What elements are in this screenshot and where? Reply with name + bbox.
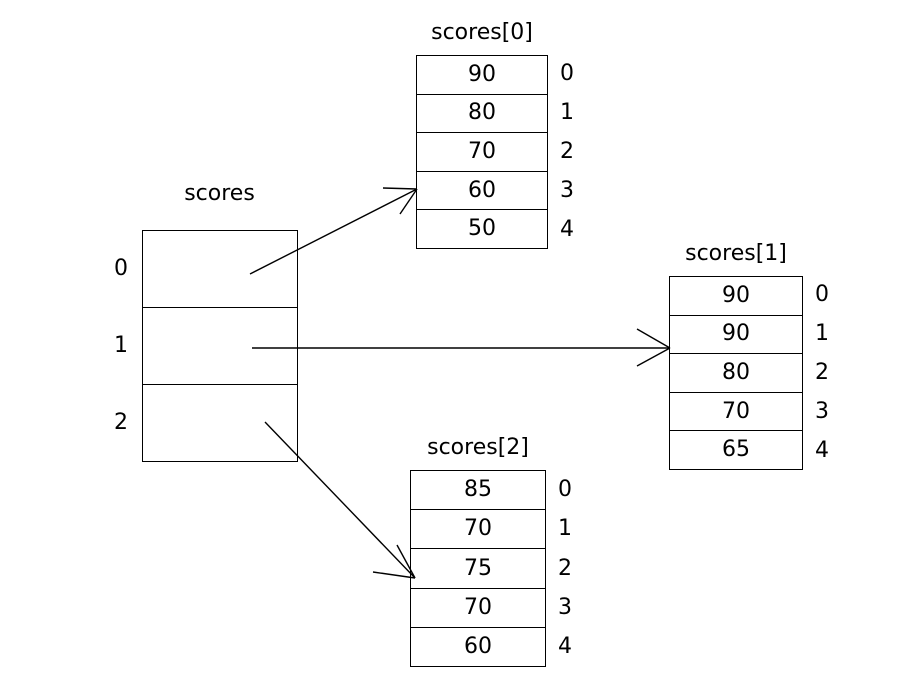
pointer-arrow-1 — [252, 328, 671, 367]
array-2-cell: 60 — [464, 633, 492, 659]
array-0-index-column: 0 1 2 3 4 — [560, 55, 592, 249]
array-1-index-label: 3 — [815, 398, 829, 424]
array-1-title: scores[1] — [685, 241, 787, 266]
array-1-index-label: 0 — [815, 282, 829, 308]
pointer-array-box — [142, 230, 298, 462]
array-2-index-column: 0 1 2 3 4 — [558, 470, 590, 667]
array-1-index-label: 4 — [815, 437, 829, 463]
array-2-index-label: 3 — [558, 594, 572, 620]
array-0-cell: 90 — [417, 56, 547, 95]
array-1-cell: 90 — [670, 316, 802, 355]
array-1-index-label: 1 — [815, 321, 829, 347]
array-0-index-label: 2 — [560, 138, 574, 164]
array-0-index-label: 4 — [560, 216, 574, 242]
pointer-array-cell — [143, 308, 297, 385]
pointer-array-index-column: 0 1 2 — [70, 230, 128, 462]
array-0-cell: 80 — [417, 95, 547, 134]
array-2-title: scores[2] — [427, 435, 529, 460]
array-1-cell: 80 — [670, 354, 802, 393]
array-0-cell: 60 — [417, 172, 547, 211]
array-0-index-label: 3 — [560, 177, 574, 203]
array-2-cell: 70 — [411, 589, 545, 628]
array-2-cell: 70 — [411, 510, 545, 550]
array-1-index-column: 0 1 2 3 4 — [815, 276, 847, 470]
array-2-index-label: 0 — [558, 476, 572, 502]
array-0-index-label: 1 — [560, 100, 574, 126]
array-0-cell: 50 — [468, 216, 496, 242]
array-1-index-label: 2 — [815, 359, 829, 385]
array-1-cell: 65 — [722, 437, 750, 463]
array-0-cell: 70 — [417, 133, 547, 172]
array-0-title: scores[0] — [431, 20, 533, 45]
pointer-array-index-label: 0 — [114, 255, 128, 281]
pointer-array-cell — [143, 385, 297, 461]
array-0-box: 90 80 70 60 50 — [416, 55, 548, 249]
pointer-array-index-label: 2 — [114, 410, 128, 436]
pointer-array-cell — [143, 231, 297, 308]
pointer-array-title: scores — [184, 181, 255, 206]
array-1-cell: 90 — [670, 277, 802, 316]
array-2-box: 85 70 75 70 60 — [410, 470, 546, 667]
array-1-box: 90 90 80 70 65 — [669, 276, 803, 470]
array-2-cell: 85 — [411, 471, 545, 511]
pointer-array-index-label: 1 — [114, 332, 128, 358]
array-2-index-label: 2 — [558, 555, 572, 581]
array-2-cell: 75 — [411, 549, 545, 589]
array-1-cell: 70 — [670, 393, 802, 432]
array-0-index-label: 0 — [560, 61, 574, 87]
array-2-index-label: 4 — [558, 634, 572, 660]
array-2-index-label: 1 — [558, 516, 572, 542]
